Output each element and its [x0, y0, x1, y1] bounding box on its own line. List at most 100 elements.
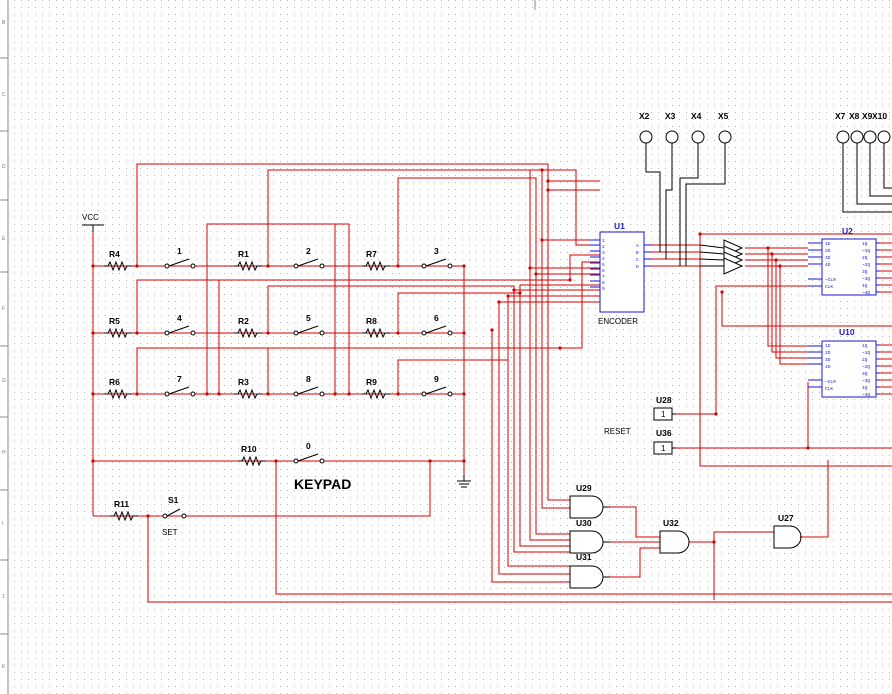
encoder-pin: C [636, 257, 639, 263]
resistor-label: R10 [241, 444, 257, 454]
resistor-label: R7 [366, 249, 377, 259]
latch-pin: 4Q [862, 385, 868, 391]
probe-label: X7 [835, 111, 846, 121]
and-gate-u27 [773, 525, 802, 549]
latch-pin: 1Q [862, 241, 868, 247]
latch-pin: 3D [825, 255, 831, 261]
resistor-r1 [234, 260, 262, 272]
key-label: 2 [306, 246, 311, 256]
set-switch-value: SET [162, 528, 178, 537]
resistors [104, 260, 390, 522]
logic-source-u28[interactable]: 1 U28 [653, 395, 676, 421]
resistor-label: R5 [109, 316, 120, 326]
latch-pin: 3Q [862, 371, 868, 377]
resistor-r9 [362, 388, 390, 400]
key-labels: 1 2 3 4 5 6 7 8 9 0 S1 SET [162, 246, 439, 537]
key-label: 8 [306, 374, 311, 384]
and-gates[interactable] [569, 495, 802, 589]
and-gate-u32 [659, 530, 690, 554]
latch-pin: ~4Q [862, 290, 870, 296]
probe-label: X3 [665, 111, 676, 121]
gate-label: U32 [663, 518, 679, 528]
key-label: 9 [434, 374, 439, 384]
encoder-pin: 5 [602, 262, 605, 268]
vcc-label: VCC [82, 213, 99, 222]
resistor-label: R9 [366, 377, 377, 387]
ruler-letter: H [2, 450, 6, 456]
resistor-label: R8 [366, 316, 377, 326]
probe-label: X4 [691, 111, 702, 121]
probe-label: X2 [639, 111, 650, 121]
set-switch-ref: S1 [168, 495, 179, 505]
latch-pin: ~4Q [862, 392, 870, 398]
resistor-r7 [362, 260, 390, 272]
and-gate-u30 [569, 530, 604, 554]
and-gate-u29 [569, 495, 604, 519]
vcc-source[interactable]: VCC [82, 213, 104, 232]
resistor-r6 [104, 388, 132, 400]
ruler-letter: D [2, 164, 6, 170]
logic-source-u36[interactable]: 1 U36 [653, 428, 676, 455]
latch-pin: 3D [825, 357, 831, 363]
key-switch-6 [421, 325, 453, 336]
key-label: 4 [177, 313, 182, 323]
key-label: 3 [434, 246, 439, 256]
encoder-ref: U1 [614, 221, 625, 231]
latch-pin: 3Q [862, 269, 868, 275]
encoder-pin: D [636, 264, 639, 270]
gate-labels: U29 U30 U31 U32 U27 [576, 483, 794, 562]
latch-pin: CLK [825, 386, 833, 392]
encoder-pin: 2 [602, 244, 605, 250]
resistor-r11 [110, 510, 138, 522]
probes-right[interactable]: X7 X8 X9 X10 [835, 111, 892, 213]
latch-ref: U2 [842, 226, 853, 236]
latch-pin: 4Q [862, 283, 868, 289]
latch-u10[interactable]: U10 1D 2D 3D 4D ~CLR CLK 1Q ~1Q 2Q ~2Q 3… [808, 327, 880, 398]
resistor-label: R6 [109, 377, 120, 387]
key-switch-9 [421, 386, 453, 397]
key-switch-5 [293, 325, 325, 336]
key-switches[interactable] [162, 258, 453, 519]
ruler-letter: E [2, 236, 6, 242]
buffer-triangles [699, 239, 744, 275]
encoder-label: ENCODER [598, 317, 638, 326]
resistor-r8 [362, 327, 390, 339]
latch-pin: 4D [825, 262, 831, 268]
key-label: 6 [434, 313, 439, 323]
key-label: 0 [306, 441, 311, 451]
latch-pin: 4D [825, 364, 831, 370]
probe-label: X8 [849, 111, 860, 121]
latch-u2[interactable]: U2 1D 2D 3D 4D ~CLR CLK 1Q ~1Q 2Q ~2Q 3Q… [808, 226, 880, 296]
key-label: 1 [177, 246, 182, 256]
resistor-label: R11 [114, 499, 129, 509]
ruler-letter: C [2, 92, 6, 98]
resistor-r4 [104, 260, 132, 272]
key-switch-2 [293, 258, 325, 269]
latch-pin: ~CLR [825, 277, 836, 283]
key-switch-7 [164, 386, 196, 397]
latch-pin: ~2Q [862, 364, 870, 370]
gate-label: U31 [576, 552, 592, 562]
ruler-letter: G [2, 378, 6, 384]
resistor-label: R2 [238, 316, 249, 326]
latch-pin: ~2Q [862, 262, 870, 268]
encoder-pin: 9 [602, 286, 605, 292]
key-label: 7 [177, 374, 182, 384]
logic-source-value: 1 [661, 410, 666, 419]
latch-pin: 1Q [862, 343, 868, 349]
latch-pin: ~3Q [862, 276, 870, 282]
ground-icon [457, 475, 471, 488]
encoder-pin: A [636, 243, 639, 249]
latch-pin: 1D [825, 343, 831, 349]
and-gate-u31 [569, 565, 604, 589]
encoder-ic[interactable]: U1 ENCODER 1 2 3 4 5 6 7 8 9 A B C D [590, 221, 652, 326]
probes[interactable]: X2 X3 X4 X5 [639, 111, 732, 266]
ruler-letter: J [2, 594, 5, 600]
encoder-pin: 1 [602, 238, 605, 244]
key-label: 5 [306, 313, 311, 323]
ruler-letter: K [2, 664, 6, 670]
logic-source-ref: U28 [656, 395, 672, 405]
keypad-title: KEYPAD [294, 476, 351, 492]
ruler-letter: B [2, 20, 6, 26]
